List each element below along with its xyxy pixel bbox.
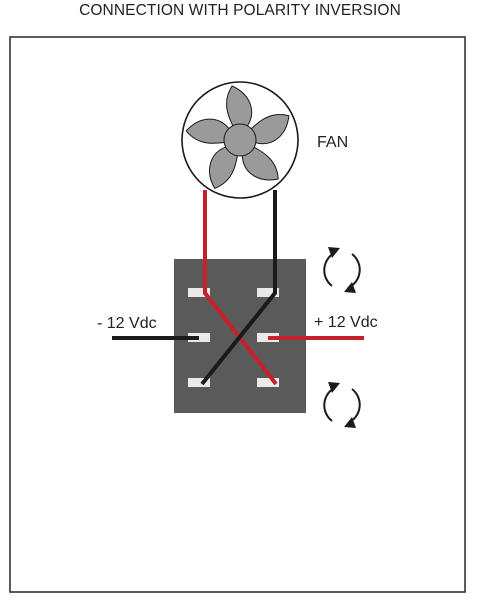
- fan-icon: [181, 81, 299, 199]
- terminal-top-right: [257, 288, 279, 297]
- diagram-title: CONNECTION WITH POLARITY INVERSION: [79, 2, 401, 19]
- fan-red-wire: [203, 190, 278, 386]
- rotate-arrows-icon: [323, 247, 361, 293]
- negative-voltage-label: - 12 Vdc: [97, 315, 157, 332]
- terminal-bottom-right: [257, 378, 279, 387]
- diagram-frame: [9, 36, 466, 593]
- fan-label: FAN: [317, 134, 348, 151]
- fan-black-wire: [200, 190, 277, 386]
- terminal-bottom-left: [188, 378, 210, 387]
- positive-voltage-label: + 12 Vdc: [314, 314, 378, 331]
- terminal-top-left: [188, 288, 210, 297]
- rotate-arrows-icon: [323, 382, 361, 428]
